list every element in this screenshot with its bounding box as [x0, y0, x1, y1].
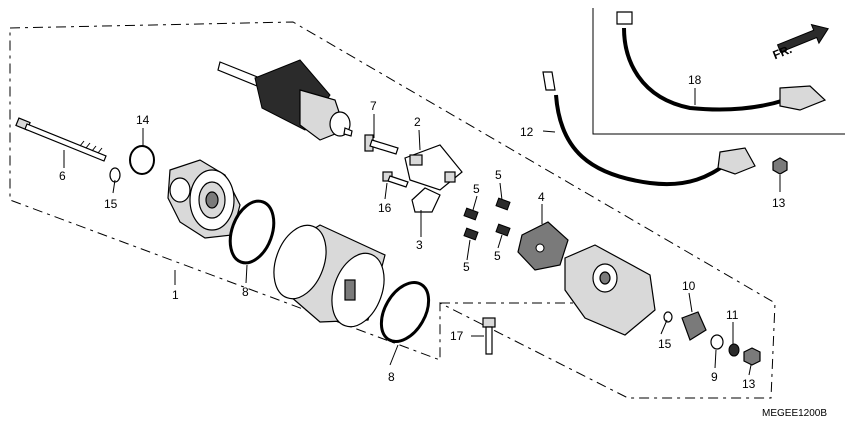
callout-15b: 15 — [658, 337, 672, 351]
callout-14: 14 — [136, 113, 150, 127]
callout-5b: 5 — [495, 168, 502, 182]
part-front-cover — [167, 159, 241, 239]
part-terminal-insulator — [681, 311, 707, 341]
part-rear-cover — [564, 244, 656, 336]
part-screw-7 — [364, 134, 399, 155]
part-bolt-long — [15, 117, 107, 162]
part-oring-small-left — [109, 167, 121, 183]
callout-7: 7 — [370, 99, 377, 113]
cable-inset-box — [592, 8, 845, 135]
part-washer-11 — [728, 343, 740, 357]
front-direction-arrow — [776, 23, 829, 53]
leader-lines — [63, 88, 781, 376]
part-springs — [463, 197, 511, 241]
callout-6: 6 — [59, 169, 66, 183]
diagram-code: MEGEE1200B — [762, 408, 827, 419]
callouts: 1 2 3 4 5 5 5 5 6 7 8 8 9 10 11 12 13 13… — [59, 73, 786, 391]
callout-13a: 13 — [772, 196, 786, 210]
callout-5d: 5 — [463, 260, 470, 274]
part-brush-holder — [404, 144, 463, 191]
part-insulator — [517, 221, 569, 271]
callout-1: 1 — [172, 288, 179, 302]
callout-5c: 5 — [494, 249, 501, 263]
callout-15a: 15 — [104, 197, 118, 211]
callout-3: 3 — [416, 238, 423, 252]
callout-17: 17 — [450, 329, 464, 343]
callout-2: 2 — [414, 115, 421, 129]
callout-10: 10 — [682, 279, 696, 293]
callout-16: 16 — [378, 201, 392, 215]
part-yoke — [273, 224, 386, 328]
callout-18: 18 — [688, 73, 702, 87]
callout-8a: 8 — [242, 285, 249, 299]
part-washer-9 — [710, 334, 724, 350]
part-cable-12 — [542, 71, 756, 187]
part-bolt-17 — [482, 317, 496, 355]
callout-12: 12 — [520, 125, 534, 139]
part-armature — [217, 59, 353, 141]
part-gasket-ring-left — [228, 199, 276, 265]
callout-9: 9 — [711, 370, 718, 384]
part-nut-13-upper — [772, 157, 788, 175]
callout-4: 4 — [538, 190, 545, 204]
part-cable-18 — [616, 11, 827, 112]
callout-5a: 5 — [473, 182, 480, 196]
part-oring-small-right — [663, 311, 673, 323]
part-nut-13-lower — [743, 347, 761, 366]
callout-13b: 13 — [742, 377, 756, 391]
part-brush-plate — [411, 187, 441, 213]
part-bolt-16 — [382, 171, 409, 188]
callout-8b: 8 — [388, 370, 395, 384]
part-oring-14 — [129, 145, 155, 175]
callout-11: 11 — [726, 308, 739, 322]
part-gasket-ring-right — [379, 281, 431, 343]
front-direction-label: FR. — [771, 42, 794, 62]
